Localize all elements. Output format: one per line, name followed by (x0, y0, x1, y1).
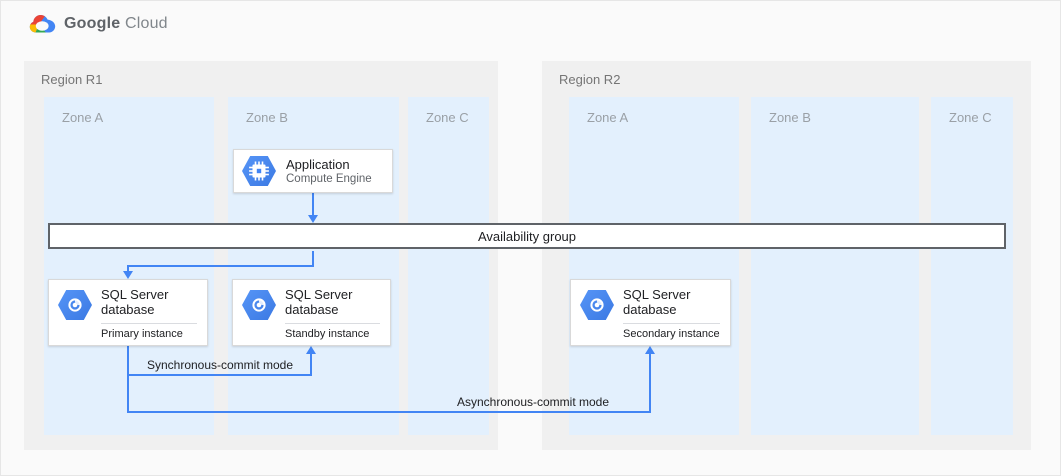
zone-r2-a: Zone A (569, 97, 739, 435)
sql-server-hexagon-icon (580, 290, 614, 320)
sql-standby-node: SQL Server database Standby instance (232, 279, 391, 346)
arrowhead-down-icon (123, 271, 133, 279)
line-segment (312, 193, 314, 215)
application-subtitle: Compute Engine (286, 172, 372, 185)
application-title: Application (286, 156, 350, 172)
divider (623, 323, 720, 324)
zone-r2-b: Zone B (751, 97, 919, 435)
sql-standby-title: SQL Server database (285, 287, 353, 317)
zone-r2-c: Zone C (931, 97, 1013, 435)
line-segment (312, 251, 314, 265)
line-segment (127, 265, 314, 267)
sql-primary-subtitle: Primary instance (101, 328, 183, 340)
divider (101, 323, 197, 324)
divider (285, 323, 380, 324)
line-segment (127, 374, 312, 376)
line-segment (127, 346, 129, 413)
zone-r1-c: Zone C (408, 97, 489, 435)
compute-engine-icon (242, 156, 276, 186)
zone-r1-c-label: Zone C (426, 110, 469, 125)
zone-r2-a-label: Zone A (587, 110, 629, 125)
zone-r2-c-label: Zone C (949, 110, 992, 125)
availability-group-bar: Availability group (48, 223, 1006, 249)
availability-group-label: Availability group (477, 228, 577, 244)
zone-r2-b-label: Zone B (769, 110, 811, 125)
line-segment (649, 353, 651, 413)
zone-r1-a-label: Zone A (62, 110, 104, 125)
region-r1-label: Region R1 (41, 72, 103, 87)
sql-secondary-node: SQL Server database Secondary instance (570, 279, 731, 346)
line-segment (127, 411, 651, 413)
sql-secondary-subtitle: Secondary instance (623, 328, 720, 340)
sql-secondary-title: SQL Server database (623, 287, 691, 317)
sql-primary-node: SQL Server database Primary instance (48, 279, 208, 346)
async-commit-label: Asynchronous-commit mode (456, 395, 610, 409)
sql-primary-title: SQL Server database (101, 287, 169, 317)
sync-commit-label: Synchronous-commit mode (146, 358, 294, 372)
arrowhead-up-icon (645, 346, 655, 354)
sql-standby-subtitle: Standby instance (285, 328, 370, 340)
arrowhead-down-icon (308, 215, 318, 223)
arrowhead-up-icon (306, 346, 316, 354)
google-cloud-logo: Google Cloud (29, 13, 168, 35)
sql-server-hexagon-icon (58, 290, 92, 320)
application-node: Application Compute Engine (233, 149, 393, 193)
region-r1: Region R1 Zone A Zone B Zone C (24, 61, 498, 450)
logo-google-text: Google (64, 15, 121, 32)
zone-r1-b-label: Zone B (246, 110, 288, 125)
line-segment (127, 265, 129, 273)
line-segment (310, 353, 312, 376)
logo-wordmark: Google Cloud (64, 15, 168, 33)
region-r2-label: Region R2 (559, 72, 621, 87)
sql-server-hexagon-icon (242, 290, 276, 320)
logo-cloud-text: Cloud (124, 15, 168, 32)
region-r2: Region R2 Zone A Zone B Zone C (542, 61, 1031, 450)
google-cloud-icon (29, 15, 56, 33)
